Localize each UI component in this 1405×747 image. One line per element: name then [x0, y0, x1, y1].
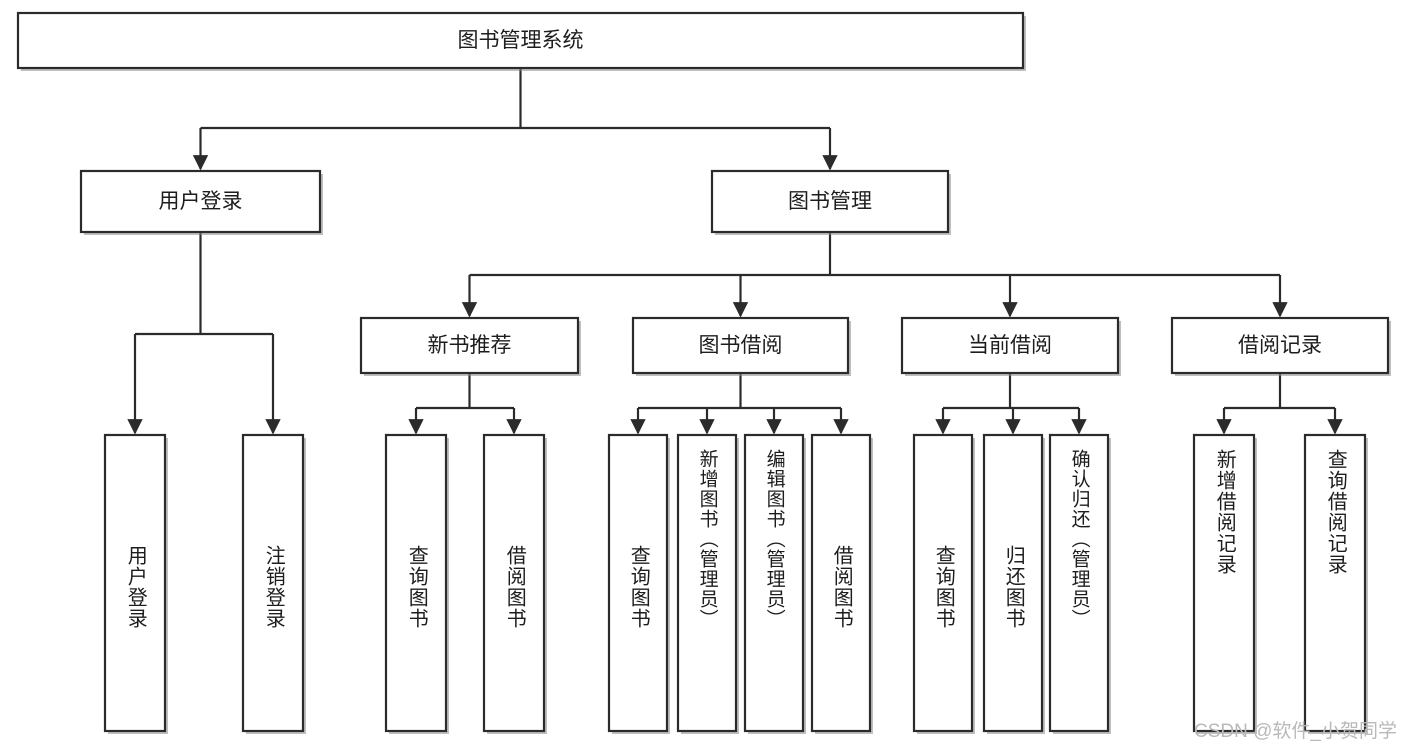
node-box-level3-图书借阅[interactable]	[631, 316, 850, 375]
leaf-box-8-借阅图书[interactable]	[810, 433, 872, 733]
node-label-level3-新书推荐: 新书推荐	[428, 334, 512, 357]
node-label-level3-借阅记录: 借阅记录	[1238, 334, 1322, 357]
node-label-level2-图书管理: 图书管理	[788, 190, 872, 213]
node-box-level2-用户登录[interactable]	[79, 169, 322, 234]
node-label-level3-当前借阅: 当前借阅	[968, 334, 1052, 357]
leaf-box-7-编辑图书管理员[interactable]	[743, 433, 805, 733]
boxes-layer	[16, 11, 1391, 734]
leaf-box-9-查询图书[interactable]	[912, 433, 974, 733]
connectors-layer	[127, 68, 1343, 435]
node-box-level3-新书推荐[interactable]	[359, 316, 580, 375]
leaf-box-4-借阅图书[interactable]	[482, 433, 546, 733]
node-box-root[interactable]	[16, 11, 1025, 70]
csdn-watermark: CSDN @软件_小贺同学	[1194, 721, 1397, 742]
node-box-level3-当前借阅[interactable]	[900, 316, 1120, 375]
node-box-level3-借阅记录[interactable]	[1170, 316, 1390, 375]
leaf-box-3-查询图书[interactable]	[384, 433, 448, 733]
leaf-box-10-归还图书[interactable]	[982, 433, 1044, 733]
node-box-level2-图书管理[interactable]	[710, 169, 950, 234]
leaf-box-11-确认归还管理员[interactable]	[1048, 433, 1110, 733]
node-label-level2-用户登录: 用户登录	[159, 190, 243, 213]
leaf-box-5-查询图书[interactable]	[607, 433, 669, 733]
leaf-box-6-新增图书管理员[interactable]	[676, 433, 738, 733]
leaf-box-13-查询借阅记录[interactable]	[1303, 433, 1367, 733]
leaf-box-1-用户登录[interactable]	[103, 433, 167, 733]
leaf-box-2-注销登录[interactable]	[241, 433, 305, 733]
node-label-level3-图书借阅: 图书借阅	[699, 334, 783, 357]
node-label-root: 图书管理系统	[458, 29, 584, 52]
leaf-box-12-新增借阅记录[interactable]	[1192, 433, 1256, 733]
